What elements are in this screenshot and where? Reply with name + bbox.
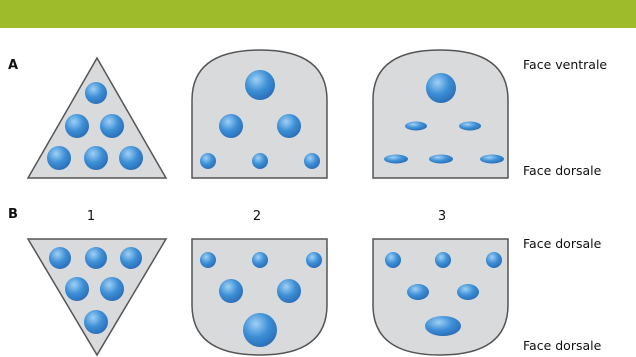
dot	[49, 247, 71, 269]
dot	[84, 310, 108, 334]
dot	[277, 279, 301, 303]
dot	[245, 70, 275, 100]
dot	[426, 73, 456, 103]
dot	[100, 277, 124, 301]
dot	[435, 252, 451, 268]
dot	[407, 284, 429, 300]
dot	[65, 114, 89, 138]
dot	[119, 146, 143, 170]
dot	[85, 82, 107, 104]
dot	[306, 252, 322, 268]
dot	[277, 114, 301, 138]
dot	[405, 122, 427, 131]
dot	[243, 313, 277, 347]
dot	[219, 114, 243, 138]
dot	[429, 155, 453, 164]
dot	[252, 252, 268, 268]
dot	[200, 252, 216, 268]
dot	[480, 155, 504, 164]
dot	[486, 252, 502, 268]
dot	[457, 284, 479, 300]
dot	[47, 146, 71, 170]
dot	[459, 122, 481, 131]
dot	[304, 153, 320, 169]
dot	[200, 153, 216, 169]
dot	[384, 155, 408, 164]
dot	[84, 146, 108, 170]
dot	[85, 247, 107, 269]
dot	[385, 252, 401, 268]
dot	[219, 279, 243, 303]
dot	[252, 153, 268, 169]
dot	[120, 247, 142, 269]
dot	[65, 277, 89, 301]
dot	[425, 316, 461, 336]
dot	[100, 114, 124, 138]
